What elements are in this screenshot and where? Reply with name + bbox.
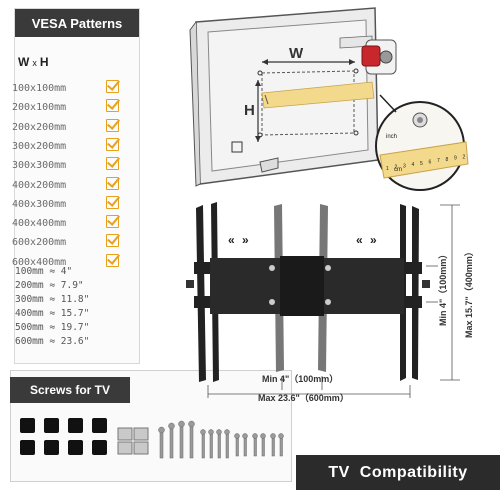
h-letter: H <box>39 55 49 69</box>
conversion-row: 100mm ≈ 4" <box>15 266 73 277</box>
vesa-pattern-label: 400x400mm <box>12 218 67 230</box>
ruler-tick-label: 8 <box>446 157 449 163</box>
vesa-pattern-row: 400x300mm <box>12 195 122 214</box>
min-vertical-label: Min 4"（100mm） <box>438 249 448 326</box>
vesa-pattern-row: 400x200mm <box>12 176 122 195</box>
vesa-pattern-row: 200x200mm <box>12 118 122 137</box>
vesa-pattern-label: 600x400mm <box>12 256 67 268</box>
max-vertical-label: Max 15.7"（400mm） <box>464 247 474 338</box>
checkmark-icon <box>106 234 119 248</box>
wall-mount-bracket-illustration <box>186 202 460 398</box>
ruler-tick-label: 2 <box>395 165 398 171</box>
tv-text: TV <box>328 463 350 481</box>
ruler-tick-label: 1 <box>386 166 389 172</box>
compat-text: Compatibility <box>359 463 468 481</box>
checkmark-icon <box>106 137 119 151</box>
screws-title: Screws for TV <box>10 377 130 403</box>
checkmark-icon <box>106 215 119 229</box>
x-letter: x <box>32 58 37 68</box>
vesa-pattern-label: 300x300mm <box>12 160 67 172</box>
vesa-pattern-label: 200x100mm <box>12 102 67 114</box>
checkmark-icon <box>106 157 119 171</box>
w-letter: W <box>18 55 30 69</box>
ruler-tick-label: 5 <box>420 161 423 167</box>
vesa-pattern-label: 600x200mm <box>12 237 67 249</box>
vesa-pattern-row: 600x400mm <box>12 253 122 272</box>
tv-compatibility-banner: TV Compatibility <box>296 455 500 490</box>
checkmark-icon <box>106 176 119 190</box>
vesa-pattern-label: 100x100mm <box>12 83 67 94</box>
right-slide-arrows: « » <box>356 233 379 247</box>
vesa-pattern-row: 200x100mm <box>12 99 122 117</box>
vesa-pattern-row: 400x400mm <box>12 215 122 233</box>
cm-label: cm <box>394 167 402 173</box>
min-horizontal-label: Min 4"（100mm） <box>262 374 339 384</box>
ruler-tick-label: 7 <box>437 158 440 164</box>
conversion-row: 500mm ≈ 19.7" <box>15 322 90 333</box>
conversion-row: 400mm ≈ 15.7" <box>15 308 90 319</box>
ruler-tick-label: 2 <box>463 154 466 160</box>
checkmark-icon <box>106 80 119 93</box>
inch-label: inch <box>386 134 398 140</box>
vesa-panel: VESA Patterns <box>14 8 140 364</box>
vesa-title: VESA Patterns <box>15 9 139 37</box>
tape-magnifier-illustration <box>375 94 469 191</box>
vesa-pattern-label: 400x200mm <box>12 179 67 191</box>
checkmark-icon <box>106 99 119 113</box>
ruler-tick-label: 4 <box>412 162 415 168</box>
vesa-pattern-row: 300x200mm <box>12 137 122 156</box>
conversion-row: 600mm ≈ 23.6" <box>15 336 90 347</box>
vesa-pattern-row: 300x300mm <box>12 157 122 175</box>
checkmark-icon <box>106 253 119 267</box>
checkmark-icon <box>106 118 119 132</box>
height-label: H <box>244 102 255 119</box>
vesa-pattern-label: 300x200mm <box>12 140 67 152</box>
ruler-tick-label: 3 <box>403 163 406 169</box>
screws-hardware-illustration <box>20 418 284 459</box>
vesa-pattern-row: 600x200mm <box>12 234 122 252</box>
vesa-pattern-label: 200x200mm <box>12 121 67 133</box>
vesa-pattern-label: 400x300mm <box>12 198 67 210</box>
vesa-pattern-row: 100x100mm <box>12 80 122 98</box>
max-horizontal-label: Max 23.6"（600mm） <box>258 393 349 403</box>
conversion-row: 200mm ≈ 7.9" <box>15 280 84 291</box>
ruler-tick-label: 9 <box>454 156 457 162</box>
checkmark-icon <box>106 195 119 209</box>
conversion-row: 300mm ≈ 11.8" <box>15 294 90 305</box>
tv-back-illustration <box>189 7 397 187</box>
ruler-tick-label: 6 <box>429 160 432 166</box>
left-slide-arrows: « » <box>228 233 251 247</box>
width-label: W <box>289 45 304 62</box>
